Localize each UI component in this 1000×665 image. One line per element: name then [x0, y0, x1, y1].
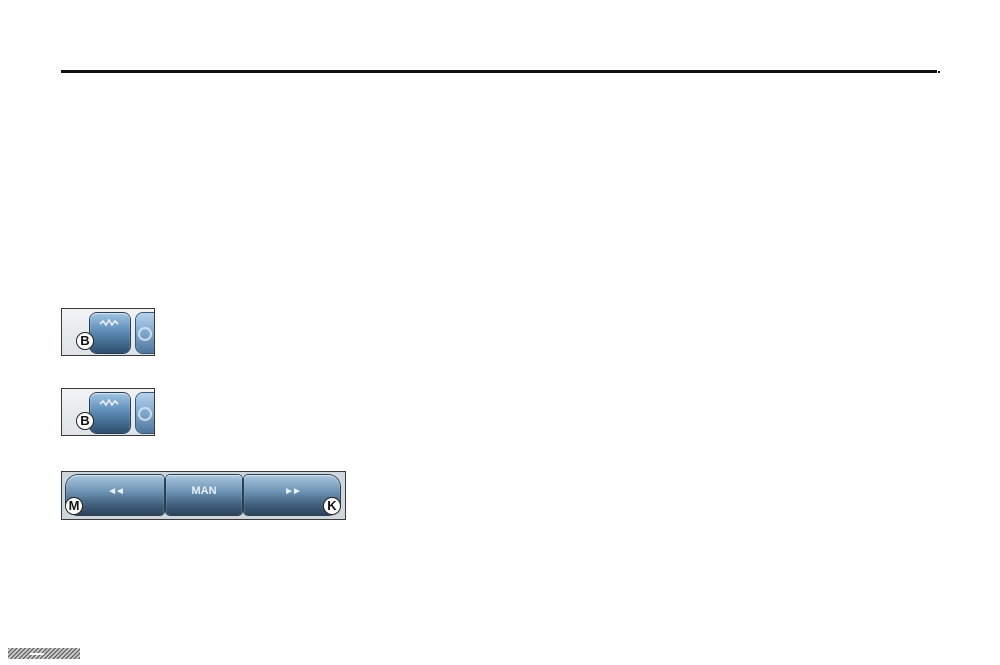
ring-icon: [138, 407, 152, 421]
footer-hatch-marker: [8, 648, 80, 659]
wave-key-button[interactable]: [90, 313, 130, 353]
rewind-icon: ◄◄: [107, 486, 125, 497]
fast-forward-icon: ►►: [284, 486, 302, 497]
key-illustration-2: B: [61, 388, 155, 436]
wave-icon: [99, 398, 119, 407]
key-illustration-1: B: [61, 308, 155, 356]
callout-badge: B: [76, 332, 94, 350]
manual-button[interactable]: MAN: [166, 475, 242, 515]
seek-key-bar: ◄◄ MAN ►► M K: [61, 471, 346, 520]
callout-badge: B: [76, 412, 94, 430]
wave-icon: [99, 318, 119, 327]
callout-badge-k: K: [323, 497, 341, 515]
manual-label: MAN: [191, 485, 217, 497]
adjacent-key-button[interactable]: [136, 393, 154, 433]
header-rule: [61, 70, 937, 73]
header-rule-end: [938, 71, 940, 73]
ring-icon: [138, 327, 152, 341]
footer-hatch-bar: [30, 653, 44, 655]
wave-key-button[interactable]: [90, 393, 130, 433]
callout-badge-m: M: [65, 497, 83, 515]
adjacent-key-button[interactable]: [136, 313, 154, 353]
